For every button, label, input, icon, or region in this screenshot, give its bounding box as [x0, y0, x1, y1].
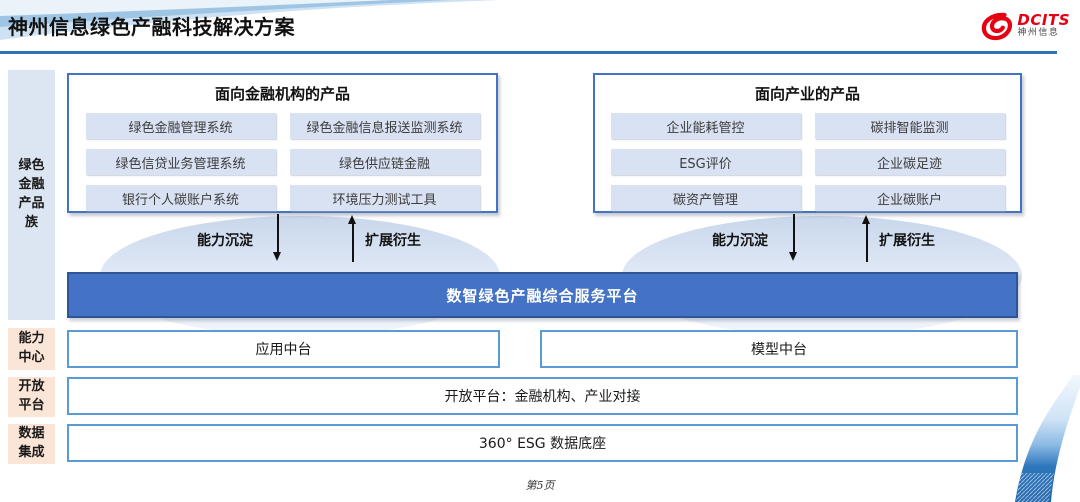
product-item: 企业碳账户 — [814, 185, 1005, 211]
flow-label-sink: 能力沉淀 — [197, 233, 253, 249]
sidebar-label: 绿色金融产品族 — [18, 158, 45, 230]
product-item: 绿色金融管理系统 — [85, 113, 276, 139]
product-group-title: 面向金融机构的产品 — [214, 85, 350, 103]
sidebar-item-open-platform: 开放平台 — [8, 377, 55, 417]
up-arrow-icon — [348, 215, 357, 262]
up-arrow-icon — [862, 215, 871, 262]
sidebar-item-capability-center: 能力中心 — [8, 328, 55, 370]
product-item: 绿色信贷业务管理系统 — [85, 149, 276, 175]
down-arrow-icon — [789, 214, 798, 261]
logo-text-block: DCITS 神州信息 — [1017, 13, 1070, 38]
logo-cn-text: 神州信息 — [1017, 28, 1060, 39]
product-item: 银行个人碳账户系统 — [85, 185, 276, 211]
product-item: 绿色供应链金融 — [289, 149, 480, 175]
product-item: 环境压力测试工具 — [289, 185, 480, 211]
dcits-swoosh-icon — [982, 12, 1013, 41]
capability-box-model: 模型中台 — [540, 330, 1018, 368]
page-title: 神州信息绿色产融科技解决方案 — [8, 15, 295, 39]
capability-box-app: 应用中台 — [67, 330, 500, 368]
header-swoosh-decoration — [0, 0, 500, 40]
product-grid: 绿色金融管理系统 绿色金融信息报送监测系统 绿色信贷业务管理系统 绿色供应链金融… — [69, 113, 496, 211]
product-group-industry: 面向产业的产品 企业能耗管控 碳排智能监测 ESG评价 企业碳足迹 碳资产管理 … — [593, 73, 1022, 213]
sidebar-item-data-integration: 数据集成 — [8, 424, 55, 464]
sidebar-label: 能力中心 — [18, 331, 45, 365]
product-item: 碳排智能监测 — [814, 113, 1005, 139]
product-group-finance: 面向金融机构的产品 绿色金融管理系统 绿色金融信息报送监测系统 绿色信贷业务管理… — [67, 73, 498, 213]
product-grid: 企业能耗管控 碳排智能监测 ESG评价 企业碳足迹 碳资产管理 企业碳账户 — [595, 113, 1020, 211]
flow-label-derive: 扩展衍生 — [365, 233, 421, 249]
flow-label-derive: 扩展衍生 — [879, 233, 935, 249]
sidebar-item-product-family: 绿色金融产品族 — [8, 70, 55, 320]
data-base-box: 360° ESG 数据底座 — [67, 424, 1018, 462]
product-item: ESG评价 — [610, 149, 801, 175]
flow-label-sink: 能力沉淀 — [712, 233, 768, 249]
page-number: 第5页 — [525, 479, 555, 492]
logo-brand-text: DCITS — [1017, 11, 1070, 30]
open-platform-box: 开放平台：金融机构、产业对接 — [67, 377, 1018, 415]
header-divider — [0, 51, 1057, 54]
corner-ribbon-decoration — [1015, 375, 1080, 502]
product-item: 绿色金融信息报送监测系统 — [289, 113, 480, 139]
sidebar-label: 数据集成 — [18, 426, 45, 460]
product-item: 碳资产管理 — [610, 185, 801, 211]
product-item: 企业能耗管控 — [610, 113, 801, 139]
down-arrow-icon — [273, 214, 282, 261]
platform-banner: 数智绿色产融综合服务平台 — [67, 272, 1018, 318]
sidebar-label: 开放平台 — [18, 379, 45, 413]
product-item: 企业碳足迹 — [814, 149, 1005, 175]
dcits-logo: DCITS 神州信息 — [979, 9, 1070, 43]
product-group-title: 面向产业的产品 — [754, 85, 860, 103]
